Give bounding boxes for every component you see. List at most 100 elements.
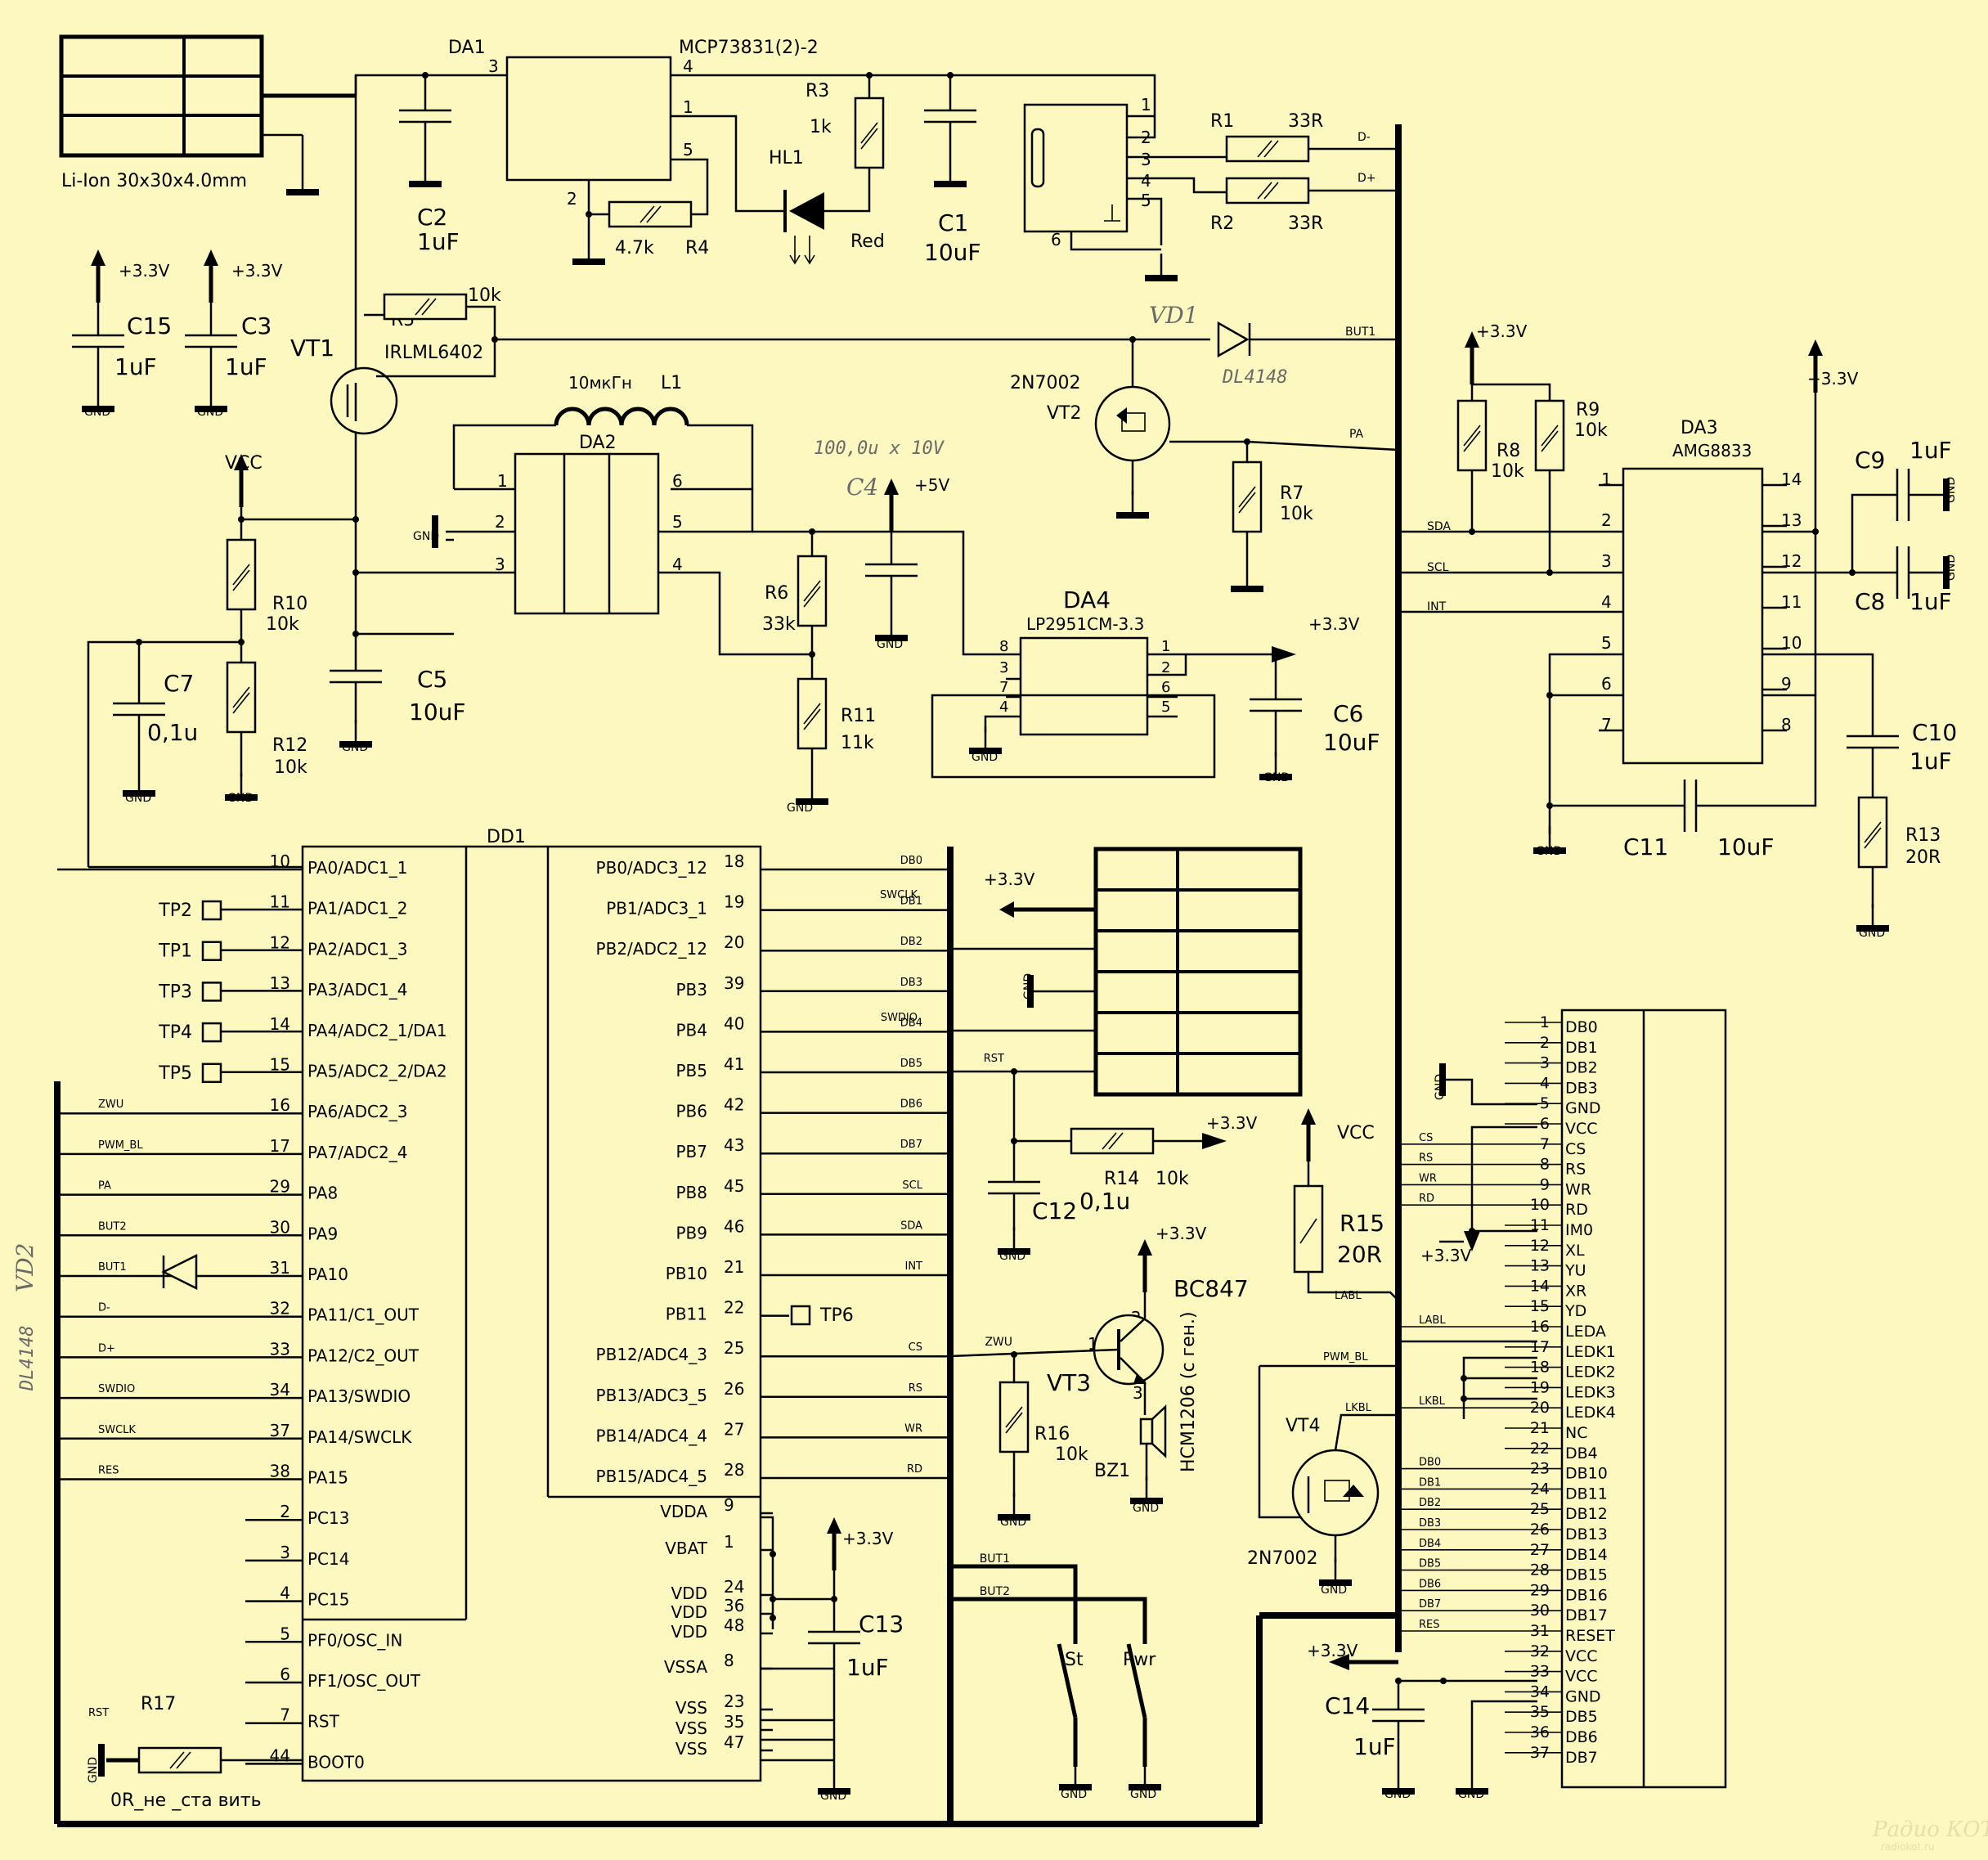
da3-int-label: INT [1427, 600, 1447, 613]
dd1-ln-4-label: 14 [270, 1014, 290, 1034]
dd1-rn-13-label: 26 [724, 1379, 744, 1399]
sw-st-label: St [1065, 1650, 1084, 1670]
c1-val-label: 10uF [924, 239, 981, 266]
da3-rn-4-label: 10 [1781, 633, 1802, 653]
xs1-p1-label: 1 [1141, 95, 1151, 115]
bus-lines [54, 124, 1402, 1827]
dd1-rn-5-label: 41 [724, 1054, 744, 1074]
r15-ref-label: R15 [1340, 1210, 1384, 1237]
lcd-pins-14-label: YD [1564, 1302, 1586, 1320]
tp-4-label: TP5 [158, 1063, 192, 1084]
da3-ln-1-label: 2 [1601, 510, 1612, 530]
vt4-ref-label: VT4 [1286, 1416, 1321, 1436]
lcd-pins-29-label: DB17 [1565, 1606, 1608, 1624]
lcd-pins-30-label: RESET [1565, 1627, 1615, 1645]
lcd-nets-29-label: DB7 [1419, 1598, 1441, 1611]
dd1-l-4-label: PA4/ADC2_1/DA1 [307, 1021, 447, 1040]
dd1-rn-3-label: 39 [724, 973, 744, 993]
gnd-st-label: GND [1061, 1788, 1087, 1801]
r4-ref-label: R4 [685, 238, 709, 258]
lcd-pins-22-label: DB10 [1565, 1465, 1608, 1483]
da1-n5-label: 5 [683, 140, 693, 159]
da3-ln-4-label: 5 [1601, 633, 1612, 653]
bus_l-4-label: BUT1 [98, 1261, 127, 1274]
bus_r-0-label: DB0 [900, 855, 922, 867]
dd1-l-12-label: PA12/C2_OUT [307, 1346, 420, 1365]
da4-n3-label: 3 [999, 659, 1008, 676]
lcd-pins-36-label: DB7 [1565, 1749, 1598, 1767]
dd1-rn-1-label: 19 [724, 892, 744, 912]
c7-val-label: 0,1u [147, 719, 198, 746]
r15-val-label: 20R [1337, 1241, 1382, 1268]
lcd-pins-19-label: LEDK4 [1565, 1404, 1616, 1422]
r17-resistor [98, 1744, 303, 1777]
dd1-l-8-label: PA8 [307, 1184, 338, 1203]
lcd-pins-27-label: DB15 [1565, 1566, 1608, 1584]
da4-n4-label: 4 [999, 699, 1008, 716]
da3-rn-0-label: 14 [1781, 469, 1802, 489]
vt2-part-label: 2N7002 [1010, 373, 1080, 393]
da3-rn-1-label: 13 [1781, 510, 1802, 530]
c15-c3-decoupling [70, 249, 239, 414]
da3-ln-3-label: 4 [1601, 592, 1612, 612]
swclk-bus-label: SWCLK [880, 889, 918, 901]
r9-ref-label: R9 [1576, 400, 1600, 420]
dd1-l-10-label: PA10 [307, 1265, 348, 1284]
r4-val-label: 4.7k [615, 238, 654, 258]
dd1-l-21-label: RST [307, 1712, 340, 1732]
lcd-pins-4-label: GND [1565, 1099, 1601, 1117]
lcd-pins-9-label: RD [1565, 1201, 1588, 1219]
dd1-ln-13-label: 34 [270, 1380, 290, 1399]
lcd-pins-18-label: LEDK3 [1565, 1383, 1616, 1401]
c2-ref-label: C2 [417, 204, 447, 231]
c15-ref-label: C15 [127, 312, 172, 339]
dd1-rn-8-label: 45 [724, 1176, 744, 1196]
dd1-rn-15-label: 28 [724, 1460, 744, 1480]
dd1-l-14-label: PA14/SWCLK [307, 1427, 412, 1447]
lcd-nets-6-label: CS [1419, 1132, 1433, 1144]
but2-sw-label: BUT2 [980, 1585, 1010, 1598]
dd1-ln-0-label: 10 [270, 851, 290, 871]
watermark-a-label: Радио КОТ [1872, 1817, 1988, 1842]
dd1-l-11-label: PA11/C1_OUT [307, 1305, 420, 1325]
lcd-pins-2-label: DB2 [1565, 1059, 1598, 1077]
lcd-pins-31-label: VCC [1565, 1647, 1598, 1665]
bus_r-14-label: WR [904, 1422, 922, 1435]
lcd-pins-13-label: XR [1565, 1282, 1586, 1300]
dd1-ln-14-label: 37 [270, 1421, 290, 1440]
dd1-rn-9-label: 46 [724, 1216, 744, 1236]
watermark-b-label: radiokot.ru [1881, 1841, 1935, 1853]
bus_l-2-label: PA [98, 1180, 111, 1193]
dd1-l-15-label: PA15 [307, 1468, 348, 1488]
lcd-nets-7-label: RS [1419, 1152, 1433, 1165]
r1-val-label: 33R [1288, 111, 1323, 132]
r3-val-label: 1k [810, 117, 832, 137]
da4-n7-label: 7 [999, 679, 1008, 696]
bus_l-0-label: ZWU [98, 1098, 123, 1111]
vt3-n3-label: 3 [1133, 1383, 1143, 1403]
bus_r-7-label: DB7 [900, 1139, 922, 1151]
vd2-ref-label: VD2 [11, 1243, 38, 1292]
lcd-nets-26-label: DB4 [1419, 1538, 1441, 1550]
da4-ref-label: DA4 [1063, 586, 1111, 613]
c12-ref-label: C12 [1032, 1197, 1077, 1224]
rst-r17-label: RST [88, 1707, 109, 1719]
dd1-ln-15-label: 38 [270, 1462, 290, 1481]
dd1-ln-19-label: 5 [280, 1624, 290, 1643]
dd1-rn-2-label: 20 [724, 932, 744, 952]
sw-pwr-label: Pwr [1123, 1650, 1156, 1670]
c11-val-label: 10uF [1717, 833, 1774, 860]
vt2-ref-label: VT2 [1047, 403, 1082, 424]
tp-4-pad [201, 1022, 222, 1043]
tp-2-label: TP3 [158, 982, 192, 1002]
da1-n2-label: 2 [567, 189, 577, 209]
vt3-ref-label: VT3 [1047, 1369, 1091, 1396]
dd1-prn-2-label: 24 [724, 1577, 744, 1597]
tp-0-label: TP2 [158, 901, 192, 921]
vt4-part-label: 2N7002 [1247, 1548, 1317, 1569]
dd1-ln-8-label: 29 [270, 1177, 290, 1197]
dd1-ln-22-label: 44 [270, 1745, 290, 1765]
lcd-pins-32-label: VCC [1565, 1668, 1598, 1686]
dd1-prn-5-label: 8 [724, 1651, 734, 1670]
r14-ref-label: R14 [1104, 1169, 1139, 1189]
